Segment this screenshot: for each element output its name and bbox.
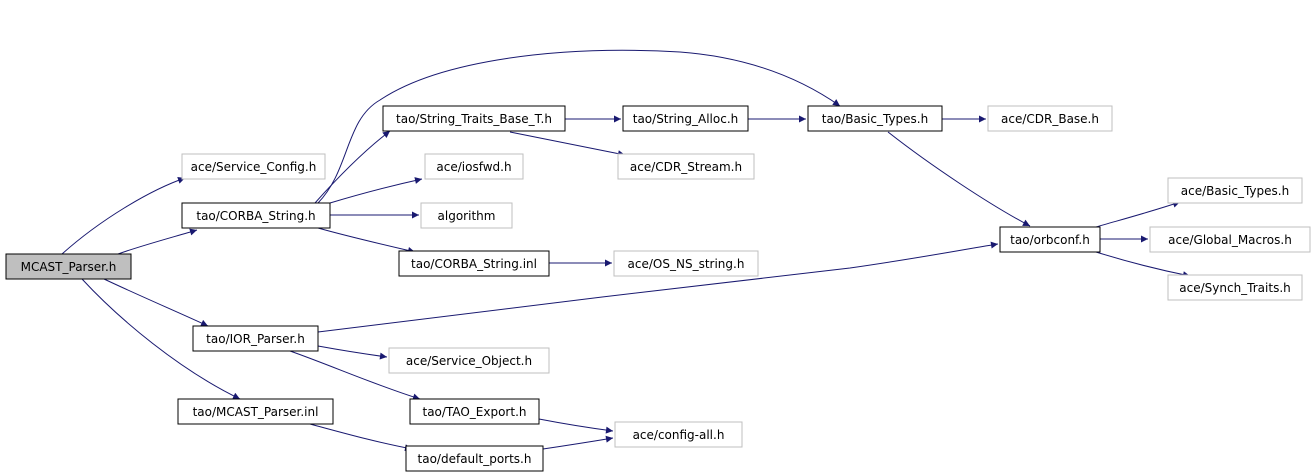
node-label: ace/OS_NS_string.h bbox=[628, 257, 745, 271]
edge-string-traits-cdr-stream bbox=[509, 131, 626, 158]
node-label: ace/Basic_Types.h bbox=[1181, 184, 1289, 198]
edge-root-corba-string bbox=[117, 228, 198, 255]
node-mcast-parser-h[interactable]: MCAST_Parser.h bbox=[5, 253, 132, 280]
node-ace-basic-types-h[interactable]: ace/Basic_Types.h bbox=[1167, 177, 1303, 204]
node-ace-iosfwd-h[interactable]: ace/iosfwd.h bbox=[424, 153, 524, 180]
node-label: tao/IOR_Parser.h bbox=[206, 332, 305, 346]
node-ace-service-config-h[interactable]: ace/Service_Config.h bbox=[181, 153, 326, 180]
node-label: tao/String_Alloc.h bbox=[633, 112, 739, 126]
node-label: ace/iosfwd.h bbox=[436, 160, 511, 174]
edge-basic-types-orbconf bbox=[887, 131, 1031, 227]
node-label: tao/CORBA_String.h bbox=[196, 209, 315, 223]
node-ace-config-all-h[interactable]: ace/config-all.h bbox=[614, 421, 743, 448]
node-tao-orbconf-h[interactable]: tao/orbconf.h bbox=[999, 226, 1101, 253]
node-label: tao/CORBA_String.inl bbox=[411, 257, 537, 271]
edge-mcast-parser-inl-default-ports bbox=[309, 423, 413, 452]
node-tao-tao-export-h[interactable]: tao/TAO_Export.h bbox=[409, 398, 540, 425]
node-tao-string-traits-base-t-h[interactable]: tao/String_Traits_Base_T.h bbox=[382, 105, 566, 132]
node-tao-corba-string-inl[interactable]: tao/CORBA_String.inl bbox=[398, 250, 550, 277]
node-ace-os-ns-string-h[interactable]: ace/OS_NS_string.h bbox=[613, 250, 759, 277]
edge-orbconf-ace-basic-types bbox=[1095, 200, 1181, 228]
edge-root-service-config bbox=[61, 176, 186, 255]
node-algorithm[interactable]: algorithm bbox=[420, 202, 513, 229]
node-ace-global-macros-h[interactable]: ace/Global_Macros.h bbox=[1149, 226, 1311, 253]
node-tao-basic-types-h[interactable]: tao/Basic_Types.h bbox=[807, 105, 943, 132]
node-ace-cdr-base-h[interactable]: ace/CDR_Base.h bbox=[987, 105, 1113, 132]
node-label: MCAST_Parser.h bbox=[21, 260, 117, 274]
edge-root-ior-parser bbox=[103, 278, 209, 327]
node-tao-corba-string-h[interactable]: tao/CORBA_String.h bbox=[181, 202, 331, 229]
edge-default-ports-config-all bbox=[542, 435, 614, 450]
node-label: tao/TAO_Export.h bbox=[423, 405, 527, 419]
node-tao-mcast-parser-inl[interactable]: tao/MCAST_Parser.inl bbox=[177, 398, 334, 425]
node-label: tao/String_Traits_Base_T.h bbox=[396, 112, 552, 126]
edge-corba-string-string-traits bbox=[314, 130, 391, 204]
edge-tao-export-config-all bbox=[538, 418, 614, 434]
edge-ior-parser-orbconf bbox=[317, 241, 999, 333]
node-tao-string-alloc-h[interactable]: tao/String_Alloc.h bbox=[622, 105, 749, 132]
node-label: tao/default_ports.h bbox=[418, 452, 532, 466]
node-label: tao/orbconf.h bbox=[1010, 233, 1090, 247]
edge-ior-parser-service-object bbox=[317, 345, 388, 360]
node-ace-synch-traits-h[interactable]: ace/Synch_Traits.h bbox=[1167, 274, 1303, 301]
node-label: ace/Service_Object.h bbox=[406, 354, 532, 368]
edge-corba-string-basic-types bbox=[317, 49, 841, 204]
node-label: ace/Synch_Traits.h bbox=[1179, 281, 1290, 295]
node-label: ace/config-all.h bbox=[633, 428, 725, 442]
node-tao-ior-parser-h[interactable]: tao/IOR_Parser.h bbox=[192, 325, 319, 352]
node-label: algorithm bbox=[438, 209, 496, 223]
node-ace-cdr-stream-h[interactable]: ace/CDR_Stream.h bbox=[617, 153, 755, 180]
edge-root-mcast-parser-inl bbox=[81, 278, 241, 400]
edge-ior-parser-tao-export bbox=[289, 350, 421, 401]
node-label: tao/Basic_Types.h bbox=[822, 112, 928, 126]
node-label: ace/CDR_Base.h bbox=[1001, 112, 1099, 126]
node-label: ace/CDR_Stream.h bbox=[630, 160, 742, 174]
node-label: ace/Global_Macros.h bbox=[1168, 233, 1292, 247]
node-label: tao/MCAST_Parser.inl bbox=[193, 405, 319, 419]
node-label: ace/Service_Config.h bbox=[191, 160, 317, 174]
edge-orbconf-synch-traits bbox=[1095, 251, 1191, 279]
node-ace-service-object-h[interactable]: ace/Service_Object.h bbox=[388, 347, 550, 374]
node-tao-default-ports-h[interactable]: tao/default_ports.h bbox=[405, 445, 544, 472]
edge-corba-string-iosfwd bbox=[329, 177, 423, 204]
edge-corba-string-corba-string-inl bbox=[317, 227, 416, 254]
